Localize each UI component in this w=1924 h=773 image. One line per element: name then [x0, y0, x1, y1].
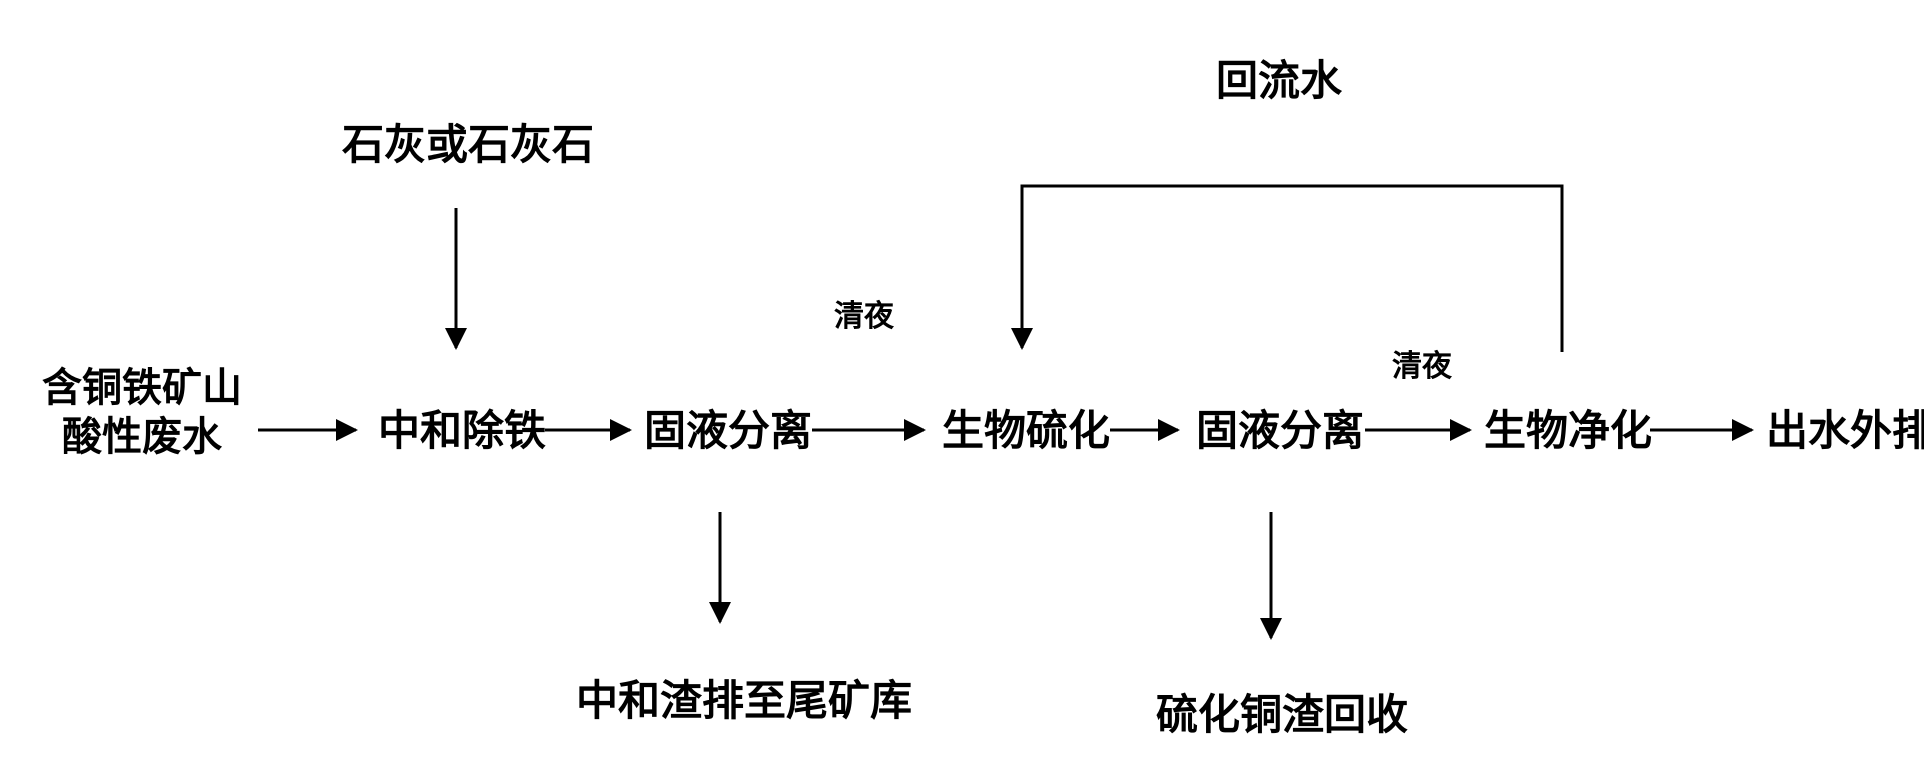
output-neutralization-residue: 中和渣排至尾矿库	[576, 676, 913, 725]
step-neutralize-iron-removal: 中和除铁	[378, 406, 547, 455]
source-wastewater: 含铜铁矿山 酸性废水	[42, 364, 242, 462]
lime-input: 石灰或石灰石	[342, 120, 595, 169]
step-effluent-discharge: 出水外排	[1766, 406, 1924, 455]
source-line-1: 含铜铁矿山	[42, 365, 242, 411]
output-copper-sulfide-recovery: 硫化铜渣回收	[1156, 690, 1409, 739]
source-line-2: 酸性废水	[62, 413, 222, 460]
step-solid-liquid-separation-2: 固液分离	[1196, 406, 1365, 455]
label-return-water: 回流水	[1216, 56, 1343, 105]
step-bio-sulfidation: 生物硫化	[942, 406, 1111, 455]
step-solid-liquid-separation-1: 固液分离	[644, 406, 813, 455]
step-bio-purification: 生物净化	[1484, 406, 1653, 455]
label-clear-liquid-2: 清夜	[1392, 349, 1452, 384]
return-water-loop	[1011, 184, 1564, 352]
label-clear-liquid-1: 清夜	[834, 299, 894, 334]
